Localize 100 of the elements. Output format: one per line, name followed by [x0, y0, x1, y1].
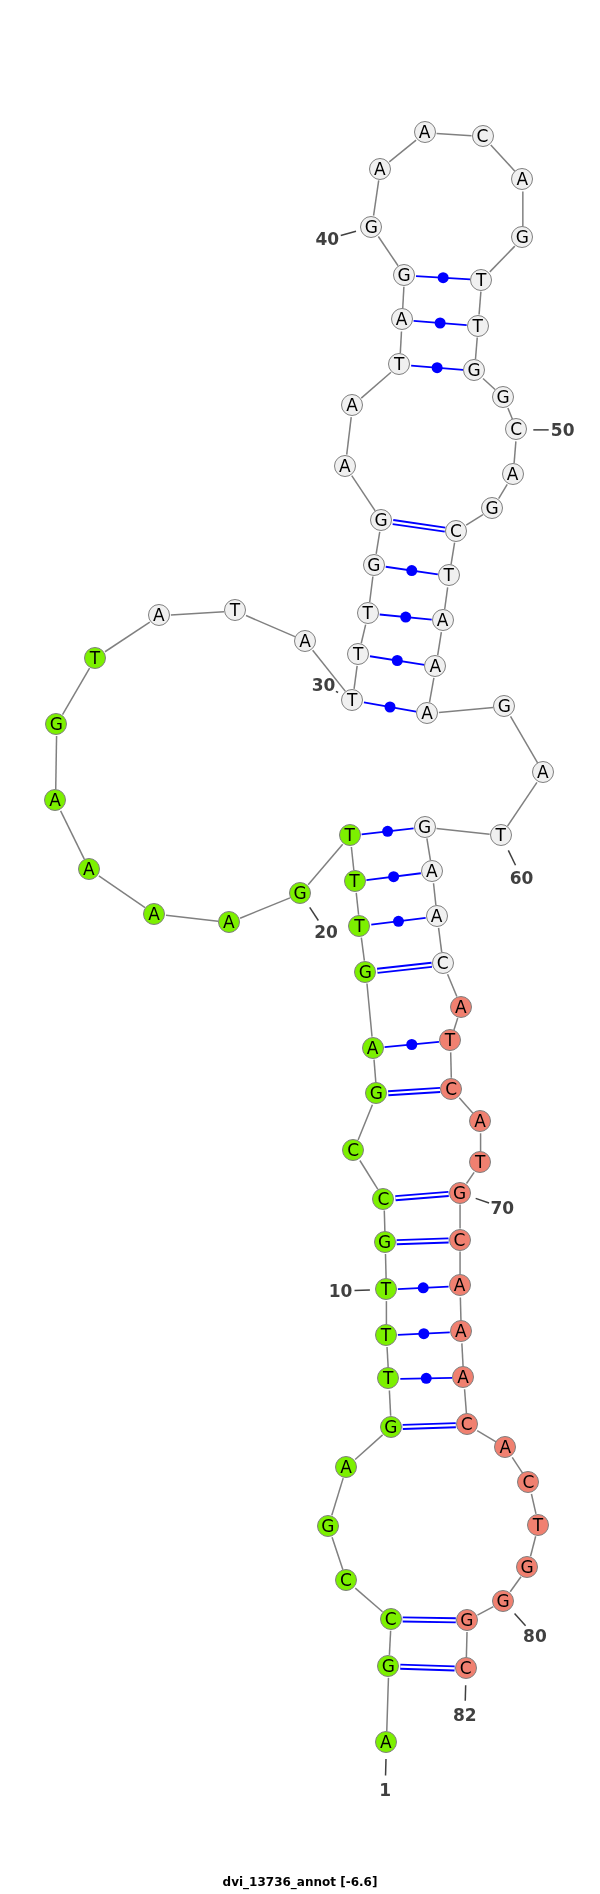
nucleotide-circle: A [217, 911, 240, 933]
nucleotide-circle: G [455, 1608, 478, 1631]
backbone-line [372, 179, 380, 217]
backbone-line [350, 474, 376, 512]
backbone-line [384, 1253, 387, 1279]
nucleotide-circle: A [494, 1436, 517, 1459]
nucleotide-circle: G [492, 385, 514, 408]
nucleotide-circle: A [341, 394, 364, 417]
nucleotide-circle: T [469, 1151, 492, 1174]
nucleotide-circle: A [425, 905, 448, 927]
nucleotide-circle: C [505, 418, 528, 441]
backbone-line [388, 1389, 392, 1417]
base-pair-line [397, 1331, 451, 1336]
nucleotide-circle: T [374, 1278, 397, 1301]
backbone-line [436, 631, 443, 656]
backbone-line [509, 1575, 522, 1593]
nucleotide-circle: G [45, 713, 68, 735]
nucleotide-circle: C [431, 952, 454, 975]
position-number: 10 [328, 1280, 353, 1301]
backbone-line [386, 1677, 390, 1732]
backbone-line [359, 1159, 379, 1191]
backbone-line [170, 610, 225, 616]
base-pair-line [415, 275, 472, 281]
backbone-line [59, 810, 86, 860]
nucleotide-circle: A [420, 860, 443, 883]
backbone-line [307, 843, 344, 886]
nucleotide-circle: A [431, 609, 454, 632]
backbone-line [331, 1536, 344, 1571]
backbone-line [165, 914, 219, 922]
nucleotide-circle: T [437, 564, 460, 587]
backbone-line [388, 139, 417, 163]
nucleotide-circle: T [438, 1029, 461, 1052]
backbone-line [354, 1587, 384, 1613]
base-pair-double-line [400, 1663, 455, 1672]
backbone-line [386, 1346, 389, 1369]
nucleotide-circle: G [511, 226, 534, 249]
base-pair-line [410, 364, 464, 371]
backbone-line [530, 1493, 537, 1515]
backbone-line [476, 1605, 495, 1616]
backbone-line [104, 621, 151, 653]
nucleotide-circle: T [341, 688, 364, 711]
backbone-line [388, 1630, 392, 1656]
backbone-line [55, 735, 58, 790]
nucleotide-circle: T [83, 646, 106, 669]
nucleotide-circle: G [463, 359, 486, 382]
backbone-line [401, 286, 405, 310]
base-pair-double-line [395, 1190, 449, 1202]
backbone-line [311, 649, 347, 693]
nucleotide-circle: A [333, 454, 356, 477]
nucleotide-circle: A [415, 702, 438, 725]
backbone-line [522, 190, 524, 228]
backbone-line [61, 667, 91, 716]
backbone-line [461, 1342, 464, 1367]
backbone-line [360, 623, 367, 644]
nucleotide-circle: T [338, 824, 361, 847]
base-pair-line [370, 917, 427, 926]
nucleotide-circle: G [413, 815, 436, 838]
backbone-line [239, 897, 291, 919]
backbone-line [482, 377, 496, 391]
backbone-line [506, 781, 538, 827]
nucleotide-circle: A [469, 1110, 492, 1133]
nucleotide-circle: A [147, 604, 170, 627]
nucleotide-circle: G [316, 1514, 339, 1537]
nucleotide-circle: A [368, 157, 391, 180]
backbone-line [453, 1017, 459, 1031]
backbone-line [383, 1209, 386, 1232]
nucleotide-circle: A [374, 1730, 397, 1753]
nucleotide-circle: A [448, 1274, 471, 1297]
nucleotide-circle: A [294, 629, 316, 652]
backbone-line [474, 336, 478, 360]
nucleotide-circle: C [379, 1607, 402, 1630]
base-pair-double-line [388, 1086, 441, 1097]
backbone-line [353, 665, 358, 690]
backbone-line [450, 541, 456, 566]
nucleotide-circle: C [335, 1569, 358, 1592]
position-number: 20 [314, 922, 338, 943]
nucleotide-circle: G [373, 1231, 396, 1253]
backbone-line [511, 1456, 524, 1474]
backbone-line [345, 416, 352, 456]
nucleotide-circle: A [449, 1320, 472, 1343]
nucleotide-circle: C [440, 1077, 463, 1100]
backbone-line [479, 1132, 482, 1153]
base-pair-line [365, 872, 422, 881]
nucleotide-circle: G [516, 1555, 539, 1578]
nucleotide-circle: T [347, 642, 370, 665]
base-pair-line [363, 701, 418, 713]
nucleotide-circle: A [44, 789, 67, 812]
backbone-line [465, 1631, 468, 1658]
backbone-line [463, 1388, 468, 1415]
backbone-line [355, 892, 360, 916]
nucleotide-circle: A [424, 655, 447, 678]
nucleotide-circle: G [354, 960, 377, 983]
base-pair-double-line [376, 961, 433, 974]
backbone-line [428, 677, 435, 704]
nucleotide-circle: A [361, 1036, 384, 1059]
nucleotide-circle: G [370, 508, 393, 531]
nucleotide-circle: G [493, 694, 516, 717]
backbone-line [497, 483, 508, 500]
backbone-line [490, 144, 516, 173]
backbone-line [513, 440, 517, 464]
